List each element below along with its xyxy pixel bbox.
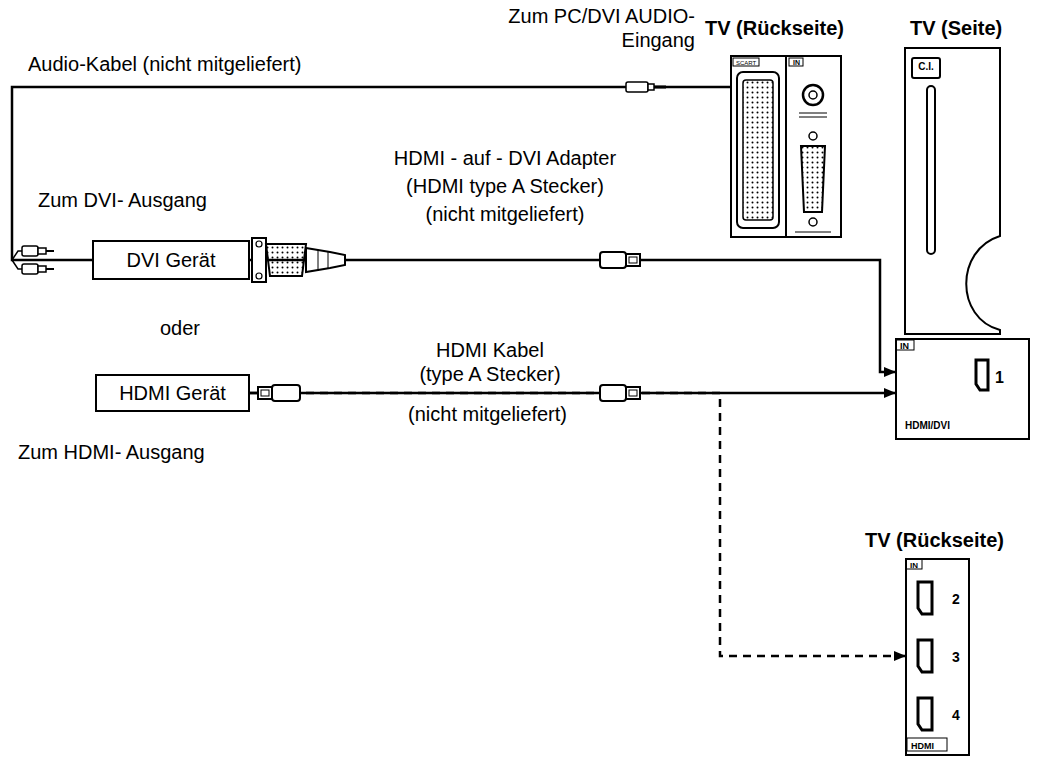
port-callout: Zum PC/DVI AUDIO-Eingang: [500, 4, 695, 52]
device-box: DVI Gerät: [92, 240, 250, 280]
hdmi-plug: [258, 252, 640, 401]
port-label-holder: SCART: [736, 60, 756, 67]
cable-label: (type A Stecker): [416, 362, 563, 386]
label-holder: Zum PC/DVI AUDIO-Eingang: [500, 4, 695, 52]
rear-input-panel-art: [733, 55, 831, 238]
label-holder: TV (Rückseite): [705, 16, 844, 40]
port-label-holder: IN: [900, 341, 909, 352]
label-holder: (nicht mitgeliefert): [335, 202, 675, 226]
port-label-holder: 2: [952, 591, 960, 608]
label-holder: TV (Seite): [910, 16, 1002, 40]
label-holder: Zum DVI- Ausgang: [38, 188, 207, 212]
label-holder: HDMI - auf - DVI Adapter: [335, 146, 675, 170]
cable-label: Audio-Kabel (nicht mitgeliefert): [28, 52, 301, 76]
port-callout: Zum DVI- Ausgang: [38, 188, 207, 212]
port-label: IN: [900, 341, 909, 352]
adapter-label: (HDMI type A Stecker): [335, 174, 675, 198]
port-label: HDMI: [911, 741, 934, 752]
port-label-holder: 4: [952, 707, 960, 724]
port-label-holder: IN: [793, 59, 800, 67]
label-holder: TV (Rückseite): [865, 528, 1004, 552]
cable: [250, 260, 895, 372]
view-title: TV (Seite): [910, 16, 1002, 40]
label-holder: oder: [160, 316, 200, 340]
device-name: HDMI Gerät: [119, 381, 226, 405]
port-label: 2: [952, 591, 960, 608]
audio-plug: [626, 82, 666, 92]
adapter-label: HDMI - auf - DVI Adapter: [335, 146, 675, 170]
label-holder: (nicht mitgeliefert): [380, 402, 595, 426]
label-holder: (HDMI type A Stecker): [335, 174, 675, 198]
side-hdmi-port: [896, 340, 988, 390]
slot-label: C.I.: [914, 61, 938, 73]
port-label: 4: [952, 707, 960, 724]
port-label-holder: IN: [910, 561, 918, 571]
cable-label: HDMI Kabel: [390, 338, 590, 362]
adapter-label: (nicht mitgeliefert): [335, 202, 675, 226]
port-label: SCART: [736, 60, 756, 67]
port-callout: Zum HDMI- Ausgang: [18, 440, 205, 464]
device-name: DVI Gerät: [127, 248, 216, 272]
port-label: 1: [995, 368, 1004, 387]
port-label-holder: HDMI: [911, 741, 934, 752]
rca-plugs: [12, 246, 54, 274]
port-label: IN: [793, 59, 800, 67]
dvi-connector: [252, 238, 345, 282]
port-label-holder: HDMI/DVI: [905, 420, 950, 432]
cable-label: (nicht mitgeliefert): [405, 402, 570, 426]
rear-input-panel: SCART IN: [730, 55, 842, 238]
device-box: HDMI Gerät: [95, 374, 250, 412]
separator-word: oder: [160, 316, 200, 340]
view-title: TV (Rückseite): [705, 16, 844, 40]
rear-hdmi-panel: IN 2 3 4HDMI: [905, 558, 970, 756]
dashed-cable: [250, 393, 905, 656]
port-label: HDMI/DVI: [905, 420, 950, 432]
port-label: 3: [952, 649, 960, 666]
view-title: TV (Rückseite): [865, 528, 1004, 552]
port-label: IN: [910, 561, 918, 571]
side-hdmi-panel: IN 1HDMI/DVI: [895, 338, 1030, 440]
cable: [12, 87, 730, 260]
label-holder: Audio-Kabel (nicht mitgeliefert): [28, 52, 301, 76]
rear-hdmi-ports: [906, 559, 947, 751]
port-label-holder: 1: [995, 368, 1004, 387]
tv-side-outline: [905, 48, 1000, 334]
label-holder: (type A Stecker): [390, 362, 590, 386]
label-holder: HDMI Kabel: [390, 338, 590, 362]
label-holder: C.I.: [914, 61, 938, 73]
label-holder: Zum HDMI- Ausgang: [18, 440, 205, 464]
port-label-holder: 3: [952, 649, 960, 666]
